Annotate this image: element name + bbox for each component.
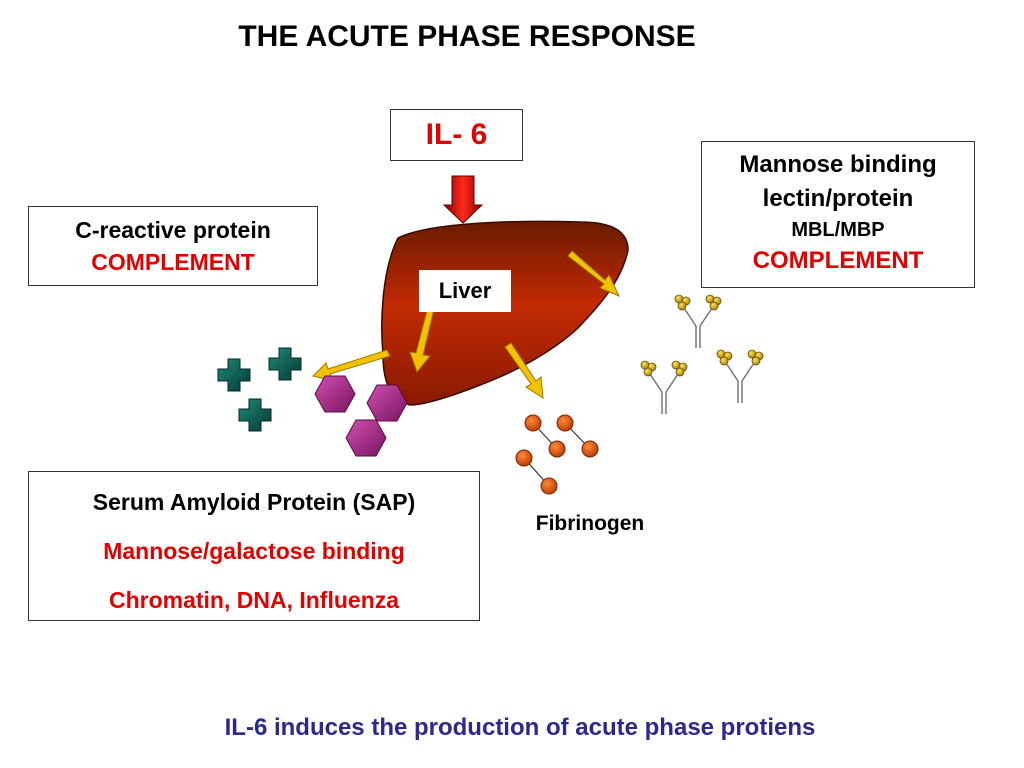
sap-box: Serum Amyloid Protein (SAP) Mannose/gala… — [28, 471, 480, 621]
crp-cross-icon — [217, 358, 251, 392]
il6-label: IL- 6 — [425, 118, 488, 151]
mbl-y-icon — [674, 294, 722, 348]
sap-molecules — [314, 375, 408, 457]
mbl-complement: COMPLEMENT — [752, 247, 924, 274]
arrow-to-sap — [409, 306, 435, 374]
fibrinogen-bead — [524, 414, 542, 432]
fibrinogen-bead — [556, 414, 574, 432]
liver-label: Liver — [419, 270, 511, 312]
mbl-molecules — [640, 294, 764, 414]
sap-targets: Chromatin, DNA, Influenza — [108, 587, 400, 613]
il6-down-arrow — [442, 175, 484, 224]
mbl-name-line1: Mannose binding — [739, 151, 937, 178]
sap-binding: Mannose/galactose binding — [103, 538, 405, 564]
sap-hexagon-icon — [366, 384, 408, 422]
liver-output-arrows — [312, 250, 621, 399]
liver-shape — [381, 220, 629, 406]
sap-hexagon-icon — [314, 375, 356, 413]
caption: IL-6 induces the production of acute pha… — [224, 714, 816, 741]
arrow-to-mbl — [567, 250, 621, 297]
mbl-y-icon — [640, 360, 688, 414]
fibrinogen-bead — [548, 440, 566, 458]
crp-molecules — [217, 347, 302, 432]
fibrinogen-label: Fibrinogen — [535, 512, 645, 535]
page-title: THE ACUTE PHASE RESPONSE — [238, 20, 696, 53]
sap-name: Serum Amyloid Protein (SAP) — [92, 489, 416, 515]
mbl-name-line2: lectin/protein — [762, 185, 914, 212]
il6-box: IL- 6 — [390, 109, 523, 161]
fibrinogen-bead — [515, 449, 533, 467]
mbl-y-icon — [716, 349, 764, 403]
crp-name: C-reactive protein — [75, 217, 271, 243]
arrow-to-fibrinogen — [504, 342, 544, 399]
arrow-to-crp — [312, 349, 391, 382]
mbl-box: Mannose binding lectin/protein MBL/MBP C… — [701, 141, 975, 288]
crp-box: C-reactive protein COMPLEMENT — [28, 206, 318, 286]
fibrinogen-bead — [540, 477, 558, 495]
fibrinogen-bead — [581, 440, 599, 458]
fibrinogen-molecules — [515, 414, 599, 495]
crp-cross-icon — [268, 347, 302, 381]
crp-complement: COMPLEMENT — [91, 249, 255, 275]
crp-cross-icon — [238, 398, 272, 432]
sap-hexagon-icon — [345, 419, 387, 457]
mbl-abbreviation: MBL/MBP — [791, 219, 885, 241]
